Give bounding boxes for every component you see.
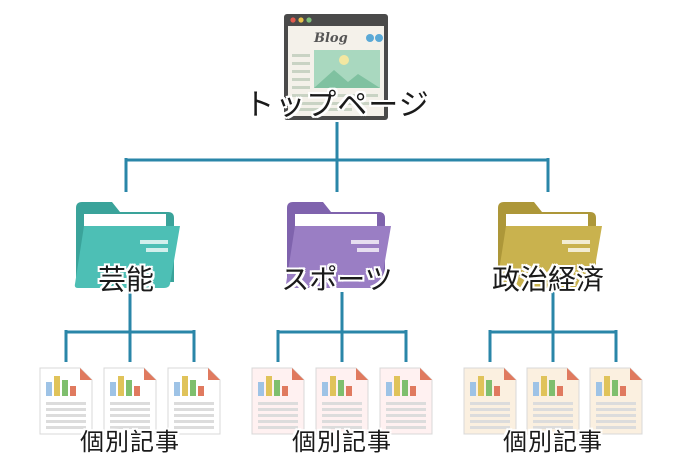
article-document-icon — [39, 367, 93, 435]
article-document-icon — [167, 367, 221, 435]
article-document-icon — [526, 367, 580, 435]
folder-icon — [285, 202, 391, 288]
category-label-entertainment: 芸能 — [97, 263, 155, 296]
article-document-icon — [315, 367, 369, 435]
article-document-icon — [103, 367, 157, 435]
article-document-icon — [589, 367, 643, 435]
browser-window-icon: Blog — [284, 14, 388, 120]
browser-blog-text: Blog — [313, 31, 348, 46]
category-label-sports: スポーツ — [281, 263, 393, 296]
article-document-icon — [251, 367, 305, 435]
articles-label-entertainment: 個別記事 — [80, 428, 180, 456]
category-label-politics-economy: 政治経済 — [491, 263, 605, 296]
folder-icon — [74, 202, 180, 288]
article-document-icon — [379, 367, 433, 435]
articles-label-politics-economy: 個別記事 — [503, 428, 603, 456]
articles-label-sports: 個別記事 — [292, 428, 392, 456]
connector-lines — [64, 122, 618, 362]
folder-icon — [496, 202, 602, 288]
top-page-label: トップページ — [244, 88, 430, 123]
article-document-icon — [463, 367, 517, 435]
